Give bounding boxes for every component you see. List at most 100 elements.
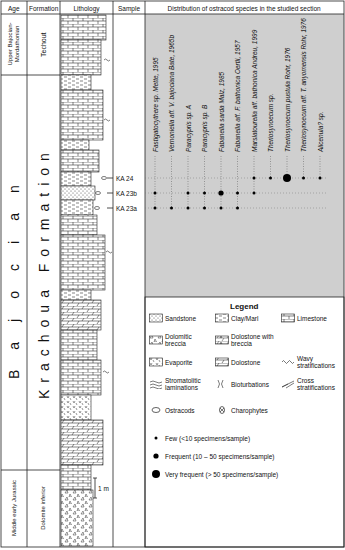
legend-sample bbox=[149, 357, 163, 367]
species-name: Fabanella sarda Malz, 1985 bbox=[218, 72, 225, 152]
species-leader bbox=[221, 156, 222, 208]
species-name: Paracypris sp. A bbox=[185, 105, 192, 152]
legend-text: Frequent (10 – 50 specimens/sample) bbox=[165, 453, 340, 460]
label-text: Bajocian bbox=[6, 165, 22, 379]
lithology-bed bbox=[61, 490, 93, 546]
label-text: Formation bbox=[29, 5, 58, 12]
lithology-bed bbox=[61, 300, 101, 330]
occurrence-dot bbox=[283, 174, 291, 182]
sample-arrow bbox=[107, 193, 113, 194]
label-text: Middle early Jurassic bbox=[11, 473, 18, 543]
species-name: Paracypris sp. B bbox=[201, 105, 208, 152]
occurrence-dot bbox=[203, 192, 206, 195]
legend-text: Ostracods bbox=[165, 407, 214, 414]
ostracod-symbol bbox=[96, 192, 101, 195]
occurrence-dot bbox=[253, 192, 256, 195]
species-name: Fabanella aff. F. bathonica Oertli, 1957 bbox=[234, 40, 241, 152]
legend-sample bbox=[215, 357, 229, 367]
label-text: Age bbox=[8, 5, 20, 12]
lithology-bed bbox=[61, 140, 89, 150]
lithology-bed bbox=[61, 90, 103, 140]
legend-sample bbox=[281, 379, 295, 389]
label-text: Lithology bbox=[74, 5, 100, 12]
occurrence-dot bbox=[218, 190, 223, 195]
wavy-symbol bbox=[106, 251, 112, 253]
legend-text: Dolostone bbox=[231, 359, 280, 366]
occurrence-dot bbox=[302, 177, 305, 180]
legend-sample bbox=[149, 313, 163, 323]
lithology-bed bbox=[61, 215, 97, 235]
pattern-swatch bbox=[150, 358, 163, 366]
species-name: Vernoniella aff. V. bajociana Bate, 1965… bbox=[168, 35, 175, 152]
sample-guide bbox=[145, 193, 326, 194]
occurrence-dot bbox=[269, 177, 272, 180]
wavy-symbol bbox=[104, 59, 110, 61]
label-text: Techout bbox=[40, 32, 48, 57]
occurrence-dot bbox=[203, 207, 206, 210]
lithology-bed bbox=[61, 15, 106, 40]
occurrence-dot bbox=[153, 453, 158, 458]
occurrence-dot bbox=[220, 207, 223, 210]
pattern-swatch bbox=[216, 314, 229, 322]
legend-text: Few (<10 specimens/sample) bbox=[165, 435, 340, 442]
ostracod-symbol bbox=[102, 177, 107, 180]
legend-text: Clay/Marl bbox=[231, 315, 280, 322]
occurrence-dot bbox=[236, 207, 239, 210]
legend-sample bbox=[149, 335, 163, 345]
lithology-bed bbox=[61, 186, 95, 200]
label-text: Sample bbox=[118, 5, 140, 12]
occurrence-dot bbox=[253, 177, 256, 180]
lithology-bed bbox=[61, 465, 91, 490]
column-line bbox=[113, 1, 114, 547]
lithology-bed bbox=[61, 235, 105, 290]
species-leader bbox=[270, 156, 271, 178]
species-leader bbox=[254, 156, 255, 193]
legend-text: Very frequent (> 50 specimens/sample) bbox=[165, 471, 340, 478]
lithology-bed bbox=[61, 420, 103, 465]
occurrence-dot bbox=[154, 192, 157, 195]
legend-text: Cross stratifications bbox=[297, 377, 343, 392]
species-leader bbox=[237, 156, 238, 208]
sample-guide bbox=[145, 178, 326, 179]
label-text: Krachoua Formation bbox=[36, 146, 52, 399]
legend-text: Sandstone bbox=[165, 315, 214, 322]
legend-sample bbox=[215, 313, 229, 323]
lithology-bed bbox=[61, 200, 93, 215]
species-leader bbox=[171, 156, 172, 208]
lithology-bed bbox=[61, 360, 101, 395]
species-name: Theriosynoecum pustula Rohr, 1976 bbox=[284, 48, 291, 152]
column-line bbox=[60, 1, 61, 547]
scale-bar bbox=[93, 478, 97, 479]
legend-text: Charophytes bbox=[231, 407, 280, 414]
sample-arrow bbox=[107, 178, 113, 179]
label-text: Distribution of ostracod species in the … bbox=[168, 5, 321, 12]
legend-frame bbox=[145, 297, 344, 547]
label-text: Legend bbox=[230, 302, 258, 311]
label-text: Upper Bajocian-Mordathonian bbox=[7, 15, 21, 73]
occurrence-dot bbox=[155, 437, 158, 440]
legend-sample bbox=[215, 379, 229, 389]
scale-bar bbox=[95, 478, 96, 498]
legend-text: Wavy stratifications bbox=[297, 355, 343, 370]
legend-text: Bioturbations bbox=[231, 381, 280, 388]
charophyte-symbol bbox=[220, 408, 224, 412]
species-name: Theriosynoecum sp. bbox=[267, 93, 274, 152]
legend-sample bbox=[149, 379, 163, 389]
legend-text: Stromatolitic laminations bbox=[165, 377, 214, 392]
sample-label: KA 24 bbox=[116, 175, 133, 182]
species-leader bbox=[320, 156, 321, 178]
legend-sample bbox=[149, 469, 163, 479]
bioturbation-symbol bbox=[218, 380, 223, 388]
wavy-symbol bbox=[104, 119, 110, 121]
legend-text: Evaporite bbox=[165, 359, 214, 366]
sample-guide bbox=[145, 208, 326, 209]
wavy-symbol bbox=[103, 371, 109, 373]
species-name: Alicenula? sp. bbox=[317, 112, 324, 152]
sample-arrow bbox=[107, 208, 113, 209]
legend-sample bbox=[149, 451, 163, 461]
legend-text: Dolostone with breccia bbox=[231, 333, 280, 348]
distribution-panel bbox=[145, 14, 344, 297]
sample-label: KA 23a bbox=[116, 205, 137, 212]
